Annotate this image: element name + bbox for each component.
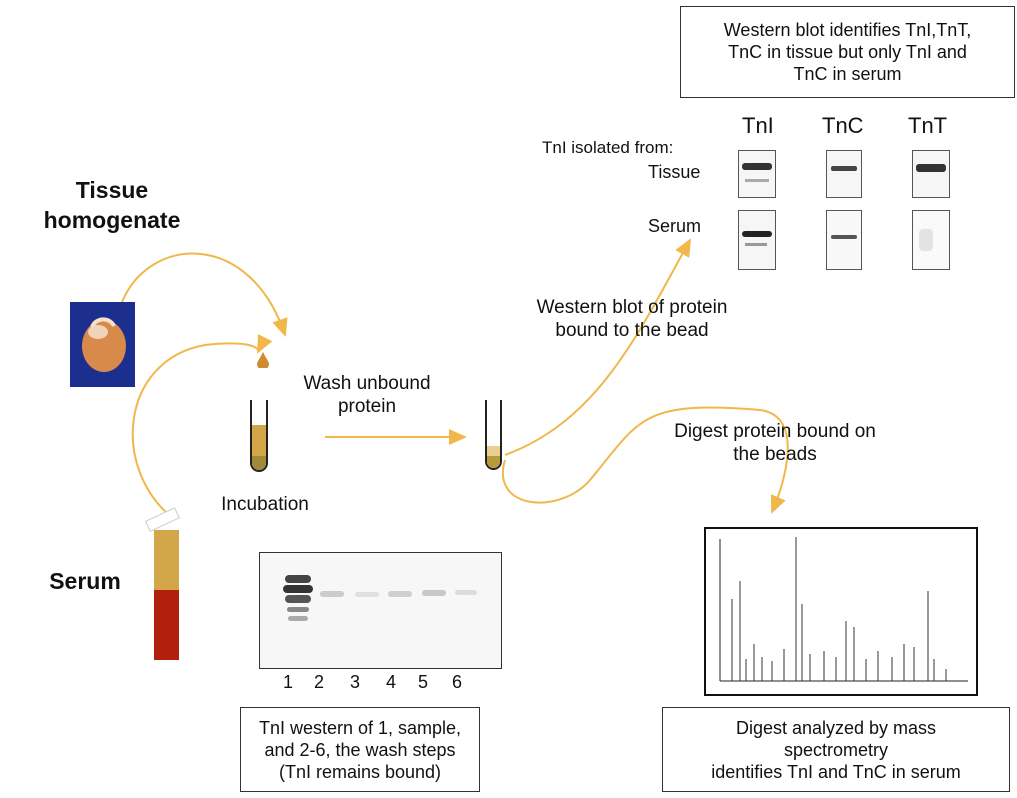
- gel-lane-2: 2: [314, 672, 325, 692]
- incubation-tube: [250, 400, 268, 472]
- gel-lane-4: 4: [386, 672, 397, 692]
- heart-image: [70, 302, 135, 387]
- bottom-left-box: TnI western of 1, sample, and 2-6, the w…: [240, 707, 480, 792]
- serum-to-tube-arrow: [131, 334, 273, 521]
- digest-arrow: [501, 406, 789, 514]
- digest-label: Digest protein bound on the beads: [674, 421, 876, 465]
- wash-label: Wash unbound protein: [303, 373, 431, 417]
- wash-gel-image: [259, 552, 502, 669]
- blot-serum-tnc: [826, 210, 862, 270]
- serum-label: Serum: [49, 568, 121, 594]
- serum-tube: [144, 507, 183, 660]
- isolated-from-label: TnI isolated from:: [542, 138, 674, 157]
- gel-lane-3: 3: [350, 672, 361, 692]
- row-serum-label: Serum: [648, 216, 702, 236]
- wash-tube: [485, 400, 502, 470]
- row-tissue-label: Tissue: [648, 162, 701, 182]
- col-tni: TnI: [742, 113, 774, 138]
- blot-tissue-tni: [738, 150, 776, 198]
- blot-serum-tnt: [912, 210, 950, 270]
- top-summary-box: Western blot identifies TnI,TnT, TnC in …: [680, 6, 1015, 98]
- gel-lane-1: 1: [283, 672, 294, 692]
- incubation-label: Incubation: [221, 494, 309, 515]
- blot-tissue-tnc: [826, 150, 862, 198]
- col-tnc: TnC: [822, 113, 864, 138]
- col-tnt: TnT: [908, 113, 948, 138]
- gel-lane-6: 6: [452, 672, 463, 692]
- droplet-icon: [257, 352, 269, 368]
- bottom-right-box: Digest analyzed by mass spectrometry ide…: [662, 707, 1010, 792]
- spectrum-peaks: [719, 537, 968, 682]
- mass-spectrum-image: [704, 527, 978, 696]
- tissue-to-tube-arrow: [121, 252, 288, 337]
- western-bead-label: Western blot of protein bound to the bea…: [536, 297, 728, 341]
- blot-tissue-tnt: [912, 150, 950, 198]
- tissue-label: Tissue homogenate: [43, 177, 181, 233]
- blot-serum-tni: [738, 210, 776, 270]
- western-arrow: [504, 238, 691, 456]
- gel-lane-5: 5: [418, 672, 429, 692]
